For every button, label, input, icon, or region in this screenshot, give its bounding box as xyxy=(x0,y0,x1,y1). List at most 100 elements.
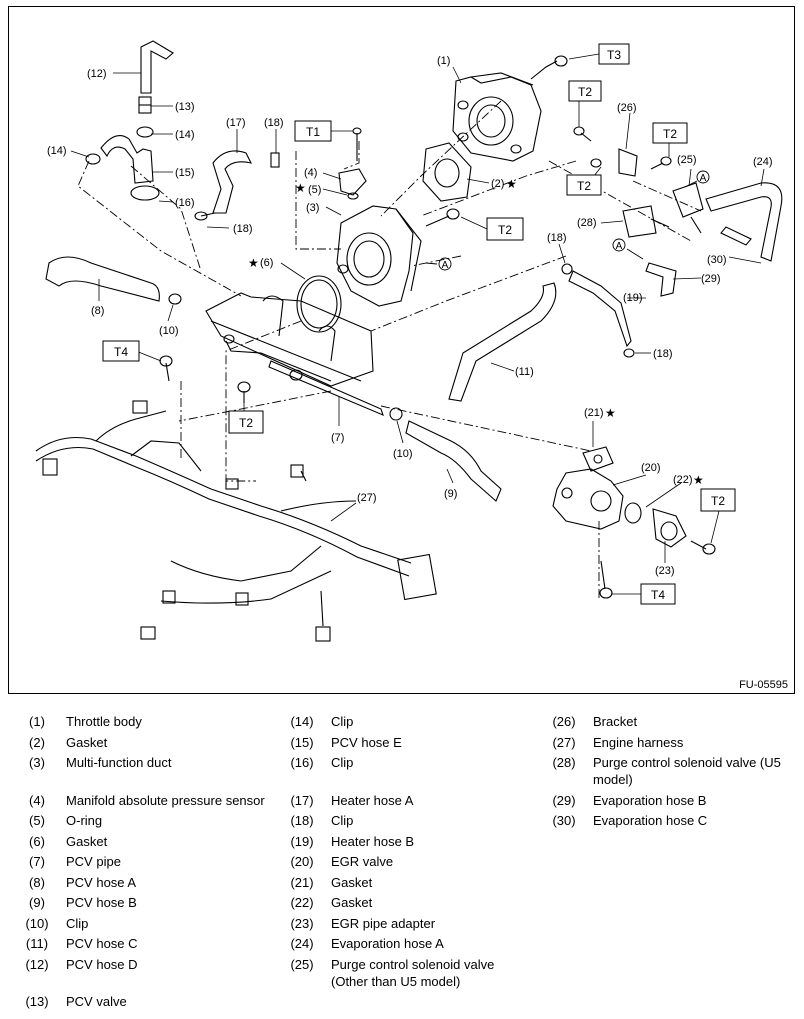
legend-item-name: O-ring xyxy=(66,813,103,828)
multi-function-duct xyxy=(336,205,422,307)
torque-t2: T2 xyxy=(711,494,725,508)
torque-box-t2 xyxy=(568,80,602,102)
pcv-hose-c xyxy=(448,282,557,402)
legend-item-number: (13) xyxy=(25,994,49,1009)
legend-item-name: Heater hose A xyxy=(331,793,414,808)
star-marker: ★ xyxy=(248,256,259,270)
legend-item-number: (30) xyxy=(552,813,576,828)
leader-lines xyxy=(70,53,765,595)
purge-solenoid-28 xyxy=(622,205,670,238)
legend-item-name: PCV hose D xyxy=(66,957,138,972)
torque-t2: T2 xyxy=(239,416,253,430)
star-marker: ★ xyxy=(295,181,306,195)
legend-item-number: (8) xyxy=(29,875,45,890)
gasket-22 xyxy=(624,502,642,524)
legend-item-name: Evaporation hose A xyxy=(331,936,444,951)
figure-code: FU-05595 xyxy=(739,679,788,691)
callout-16: (16) xyxy=(175,197,195,209)
legend-item-number: (4) xyxy=(29,793,45,808)
a-marker-text: A xyxy=(442,260,449,271)
torque-boxes xyxy=(102,43,736,605)
bolt-t3 xyxy=(530,55,568,80)
callout-18d: (18) xyxy=(653,348,673,360)
callout-29: (29) xyxy=(701,273,721,285)
legend-item-number: (16) xyxy=(290,755,314,770)
diagram-labels: (1) (2) (3) (4) (5) (6) (7) (8) (9) (10)… xyxy=(47,48,773,602)
legend-item-number: (10) xyxy=(25,916,49,931)
legend-item-name: PCV hose B xyxy=(66,895,137,910)
bolt-t2-duct xyxy=(425,208,460,227)
egr-pipe-adapter xyxy=(652,508,716,555)
a-markers xyxy=(425,170,710,271)
legend-item-name: PCV hose E xyxy=(331,735,402,750)
pcv-valve xyxy=(138,96,152,114)
legend-item-number: (24) xyxy=(290,936,314,951)
legend-item-number: (14) xyxy=(290,714,314,729)
legend-item-number: (7) xyxy=(29,854,45,869)
legend-item-number: (18) xyxy=(290,813,314,828)
legend-item-number: (2) xyxy=(29,735,45,750)
torque-box-t3 xyxy=(598,43,630,65)
legend-item-name: Evaporation hose C xyxy=(593,813,708,828)
torque-box-t2 xyxy=(652,122,688,144)
callout-2: (2) xyxy=(491,178,504,190)
a-marker-text: A xyxy=(616,241,623,252)
gasket-2 xyxy=(422,142,472,202)
torque-t2: T2 xyxy=(498,223,512,237)
legend-item-name: Heater hose B xyxy=(331,834,415,849)
torque-t4: T4 xyxy=(651,588,665,602)
torque-t1: T1 xyxy=(306,125,320,139)
callout-13: (13) xyxy=(175,101,195,113)
legend-item-number: (11) xyxy=(25,936,49,951)
legend-item-name: Bracket xyxy=(593,714,638,729)
legend-item-name: Throttle body xyxy=(66,714,142,729)
callout-28: (28) xyxy=(577,217,597,229)
torque-t3: T3 xyxy=(607,48,621,62)
star-marker: ★ xyxy=(605,406,616,420)
callout-5: (5) xyxy=(308,184,321,196)
legend-item-number: (25) xyxy=(290,957,314,972)
callout-23: (23) xyxy=(655,565,675,577)
torque-box-t2 xyxy=(700,488,736,512)
legend-item-number: (26) xyxy=(552,714,576,729)
pcv-pipe xyxy=(268,360,403,421)
legend-item-number: (20) xyxy=(290,854,314,869)
diagram-frame: (1) (2) (3) (4) (5) (6) (7) (8) (9) (10)… xyxy=(8,6,795,694)
heater-hose-a xyxy=(194,150,280,221)
legend-item-number: (12) xyxy=(25,957,49,972)
a-marker-text: A xyxy=(700,173,707,184)
torque-box-t1 xyxy=(294,120,332,142)
guide-lines xyxy=(77,100,702,601)
throttle-body xyxy=(452,72,542,162)
star-marker: ★ xyxy=(506,177,517,191)
legend-item-name: Gasket xyxy=(66,834,108,849)
callout-14b: (14) xyxy=(47,145,67,157)
legend-item-name: EGR pipe adapter xyxy=(331,916,436,931)
legend-item-name: Clip xyxy=(331,714,354,729)
legend-item-name: Clip xyxy=(331,755,354,770)
legend-item-number: (27) xyxy=(552,735,576,750)
callout-3: (3) xyxy=(306,202,319,214)
callout-27: (27) xyxy=(357,492,377,504)
callout-9: (9) xyxy=(444,488,457,500)
torque-t2: T2 xyxy=(577,179,591,193)
legend-item-name: Gasket xyxy=(66,735,108,750)
legend-item-name: EGR valve xyxy=(331,854,394,869)
star-marker: ★ xyxy=(693,473,704,487)
legend-item-name: Manifold absolute pressure sensor xyxy=(66,793,265,808)
legend-item-number: (21) xyxy=(290,875,314,890)
clip-14 xyxy=(85,126,154,165)
callout-17: (17) xyxy=(226,117,246,129)
legend-item-number: (1) xyxy=(29,714,45,729)
evaporation-hose-c xyxy=(720,226,752,246)
callout-1: (1) xyxy=(437,55,450,67)
callout-24: (24) xyxy=(753,156,773,168)
torque-t2: T2 xyxy=(663,127,677,141)
legend-item-number: (15) xyxy=(290,735,314,750)
callout-4: (4) xyxy=(304,167,317,179)
legend-item-name: Engine harness xyxy=(593,735,684,750)
legend-item-name: Clip xyxy=(66,916,89,931)
legend-item-name: Purge control solenoid valve (Other than… xyxy=(331,957,495,989)
legend-item-number: (29) xyxy=(552,793,576,808)
callout-6: (6) xyxy=(260,257,273,269)
